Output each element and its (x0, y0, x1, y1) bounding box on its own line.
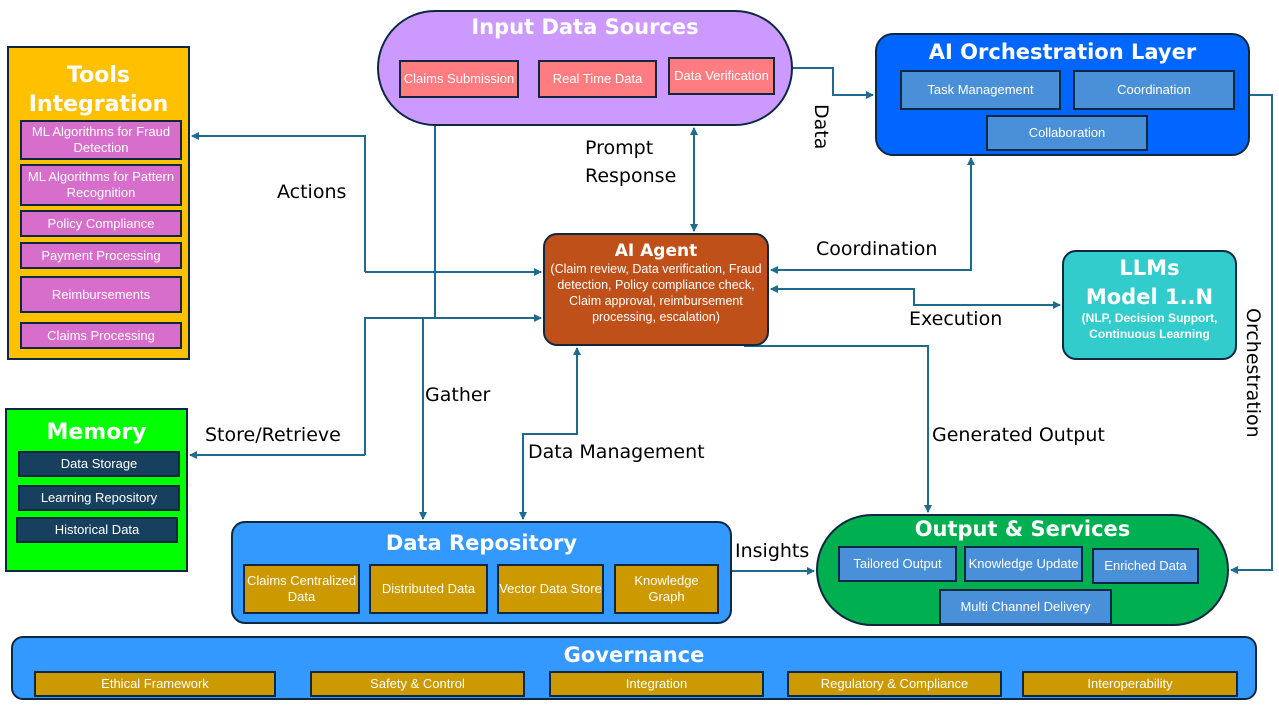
input-data-sources-title: Input Data Sources (471, 15, 699, 39)
tool-reimbursements[interactable]: Reimbursements (20, 276, 182, 313)
output-multi-channel-delivery[interactable]: Multi Channel Delivery (939, 589, 1112, 625)
gov-ethical-framework[interactable]: Ethical Framework (34, 671, 276, 697)
label-data: Data (810, 104, 832, 150)
orch-coordination[interactable]: Coordination (1073, 70, 1235, 110)
memory-panel: Memory Data Storage Learning Repository … (5, 408, 188, 572)
data-connector (793, 67, 874, 99)
label-insights: Insights (735, 540, 810, 562)
orch-task-management[interactable]: Task Management (900, 70, 1061, 110)
repo-knowledge-graph[interactable]: Knowledge Graph (614, 564, 719, 614)
label-store-retrieve: Store/Retrieve (205, 424, 341, 446)
llm-subtitle: Model 1..N (1085, 285, 1214, 309)
actions-connector (191, 132, 366, 272)
repo-claims-centralized-data[interactable]: Claims Centralized Data (243, 564, 360, 614)
input-claims-submission[interactable]: Claims Submission (399, 60, 519, 98)
execution-connector (770, 285, 1061, 309)
label-prompt: Prompt (585, 137, 654, 159)
llm-description: (NLP, Decision Support, Continuous Learn… (1081, 311, 1218, 341)
orchestration-layer-title: AI Orchestration Layer (928, 40, 1197, 64)
label-data-management: Data Management (528, 441, 705, 463)
ai-agent-description: (Claim review, Data verification, Fraud … (550, 262, 762, 324)
orchestration-layer-panel: AI Orchestration Layer Task Management C… (875, 33, 1250, 156)
gather-connector (419, 126, 436, 520)
governance-title: Governance (563, 643, 705, 667)
memory-title: Memory (46, 420, 147, 445)
input-real-time-data[interactable]: Real Time Data (538, 60, 657, 98)
label-execution: Execution (909, 308, 1003, 330)
tools-integration-panel: Tools Integration ML Algorithms for Frau… (7, 46, 190, 360)
label-coordination: Coordination (816, 238, 938, 260)
generated-output-connector (744, 345, 932, 513)
memory-data-storage[interactable]: Data Storage (18, 451, 180, 477)
output-tailored-output[interactable]: Tailored Output (838, 546, 957, 582)
output-knowledge-update[interactable]: Knowledge Update (964, 546, 1083, 582)
memory-historical-data[interactable]: Historical Data (16, 517, 178, 543)
ai-agent-panel: AI Agent (Claim review, Data verificatio… (543, 233, 769, 346)
llm-title: LLMs (1119, 256, 1180, 280)
label-actions: Actions (277, 181, 347, 203)
data-repository-panel: Data Repository Claims Centralized Data … (231, 521, 732, 624)
label-gather: Gather (425, 384, 491, 406)
gov-regulatory-compliance[interactable]: Regulatory & Compliance (787, 671, 1002, 697)
data-repository-title: Data Repository (385, 531, 578, 555)
input-data-verification[interactable]: Data Verification (668, 57, 775, 95)
gov-interoperability[interactable]: Interoperability (1022, 671, 1238, 697)
label-orchestration: Orchestration (1242, 308, 1264, 438)
label-generated-output: Generated Output (932, 424, 1105, 446)
llm-panel: LLMs Model 1..N (NLP, Decision Support, … (1062, 250, 1237, 360)
tool-payment-processing[interactable]: Payment Processing (20, 242, 182, 269)
repo-vector-data-store[interactable]: Vector Data Store (497, 564, 604, 614)
governance-panel: Governance Ethical Framework Safety & Co… (11, 636, 1257, 700)
data-management-connector (519, 347, 581, 520)
gov-integration[interactable]: Integration (549, 671, 764, 697)
tool-policy-compliance[interactable]: Policy Compliance (20, 210, 182, 237)
ai-agent-title: AI Agent (614, 241, 698, 261)
output-services-panel: Output & Services Tailored Output Knowle… (816, 514, 1229, 626)
input-data-sources-panel: Input Data Sources Claims Submission Rea… (377, 10, 793, 126)
label-response: Response (585, 165, 677, 187)
tool-claims-processing[interactable]: Claims Processing (20, 322, 182, 349)
tool-fraud-detection[interactable]: ML Algorithms for Fraud Detection (20, 120, 182, 160)
orch-collaboration[interactable]: Collaboration (986, 115, 1148, 151)
tools-integration-title: Tools Integration (28, 63, 169, 117)
repo-distributed-data[interactable]: Distributed Data (369, 564, 488, 614)
memory-learning-repository[interactable]: Learning Repository (18, 485, 180, 511)
tool-pattern-recognition[interactable]: ML Algorithms for Pattern Recognition (20, 164, 182, 206)
output-services-title: Output & Services (914, 517, 1131, 541)
output-enriched-data[interactable]: Enriched Data (1092, 548, 1199, 584)
gov-safety-control[interactable]: Safety & Control (310, 671, 525, 697)
